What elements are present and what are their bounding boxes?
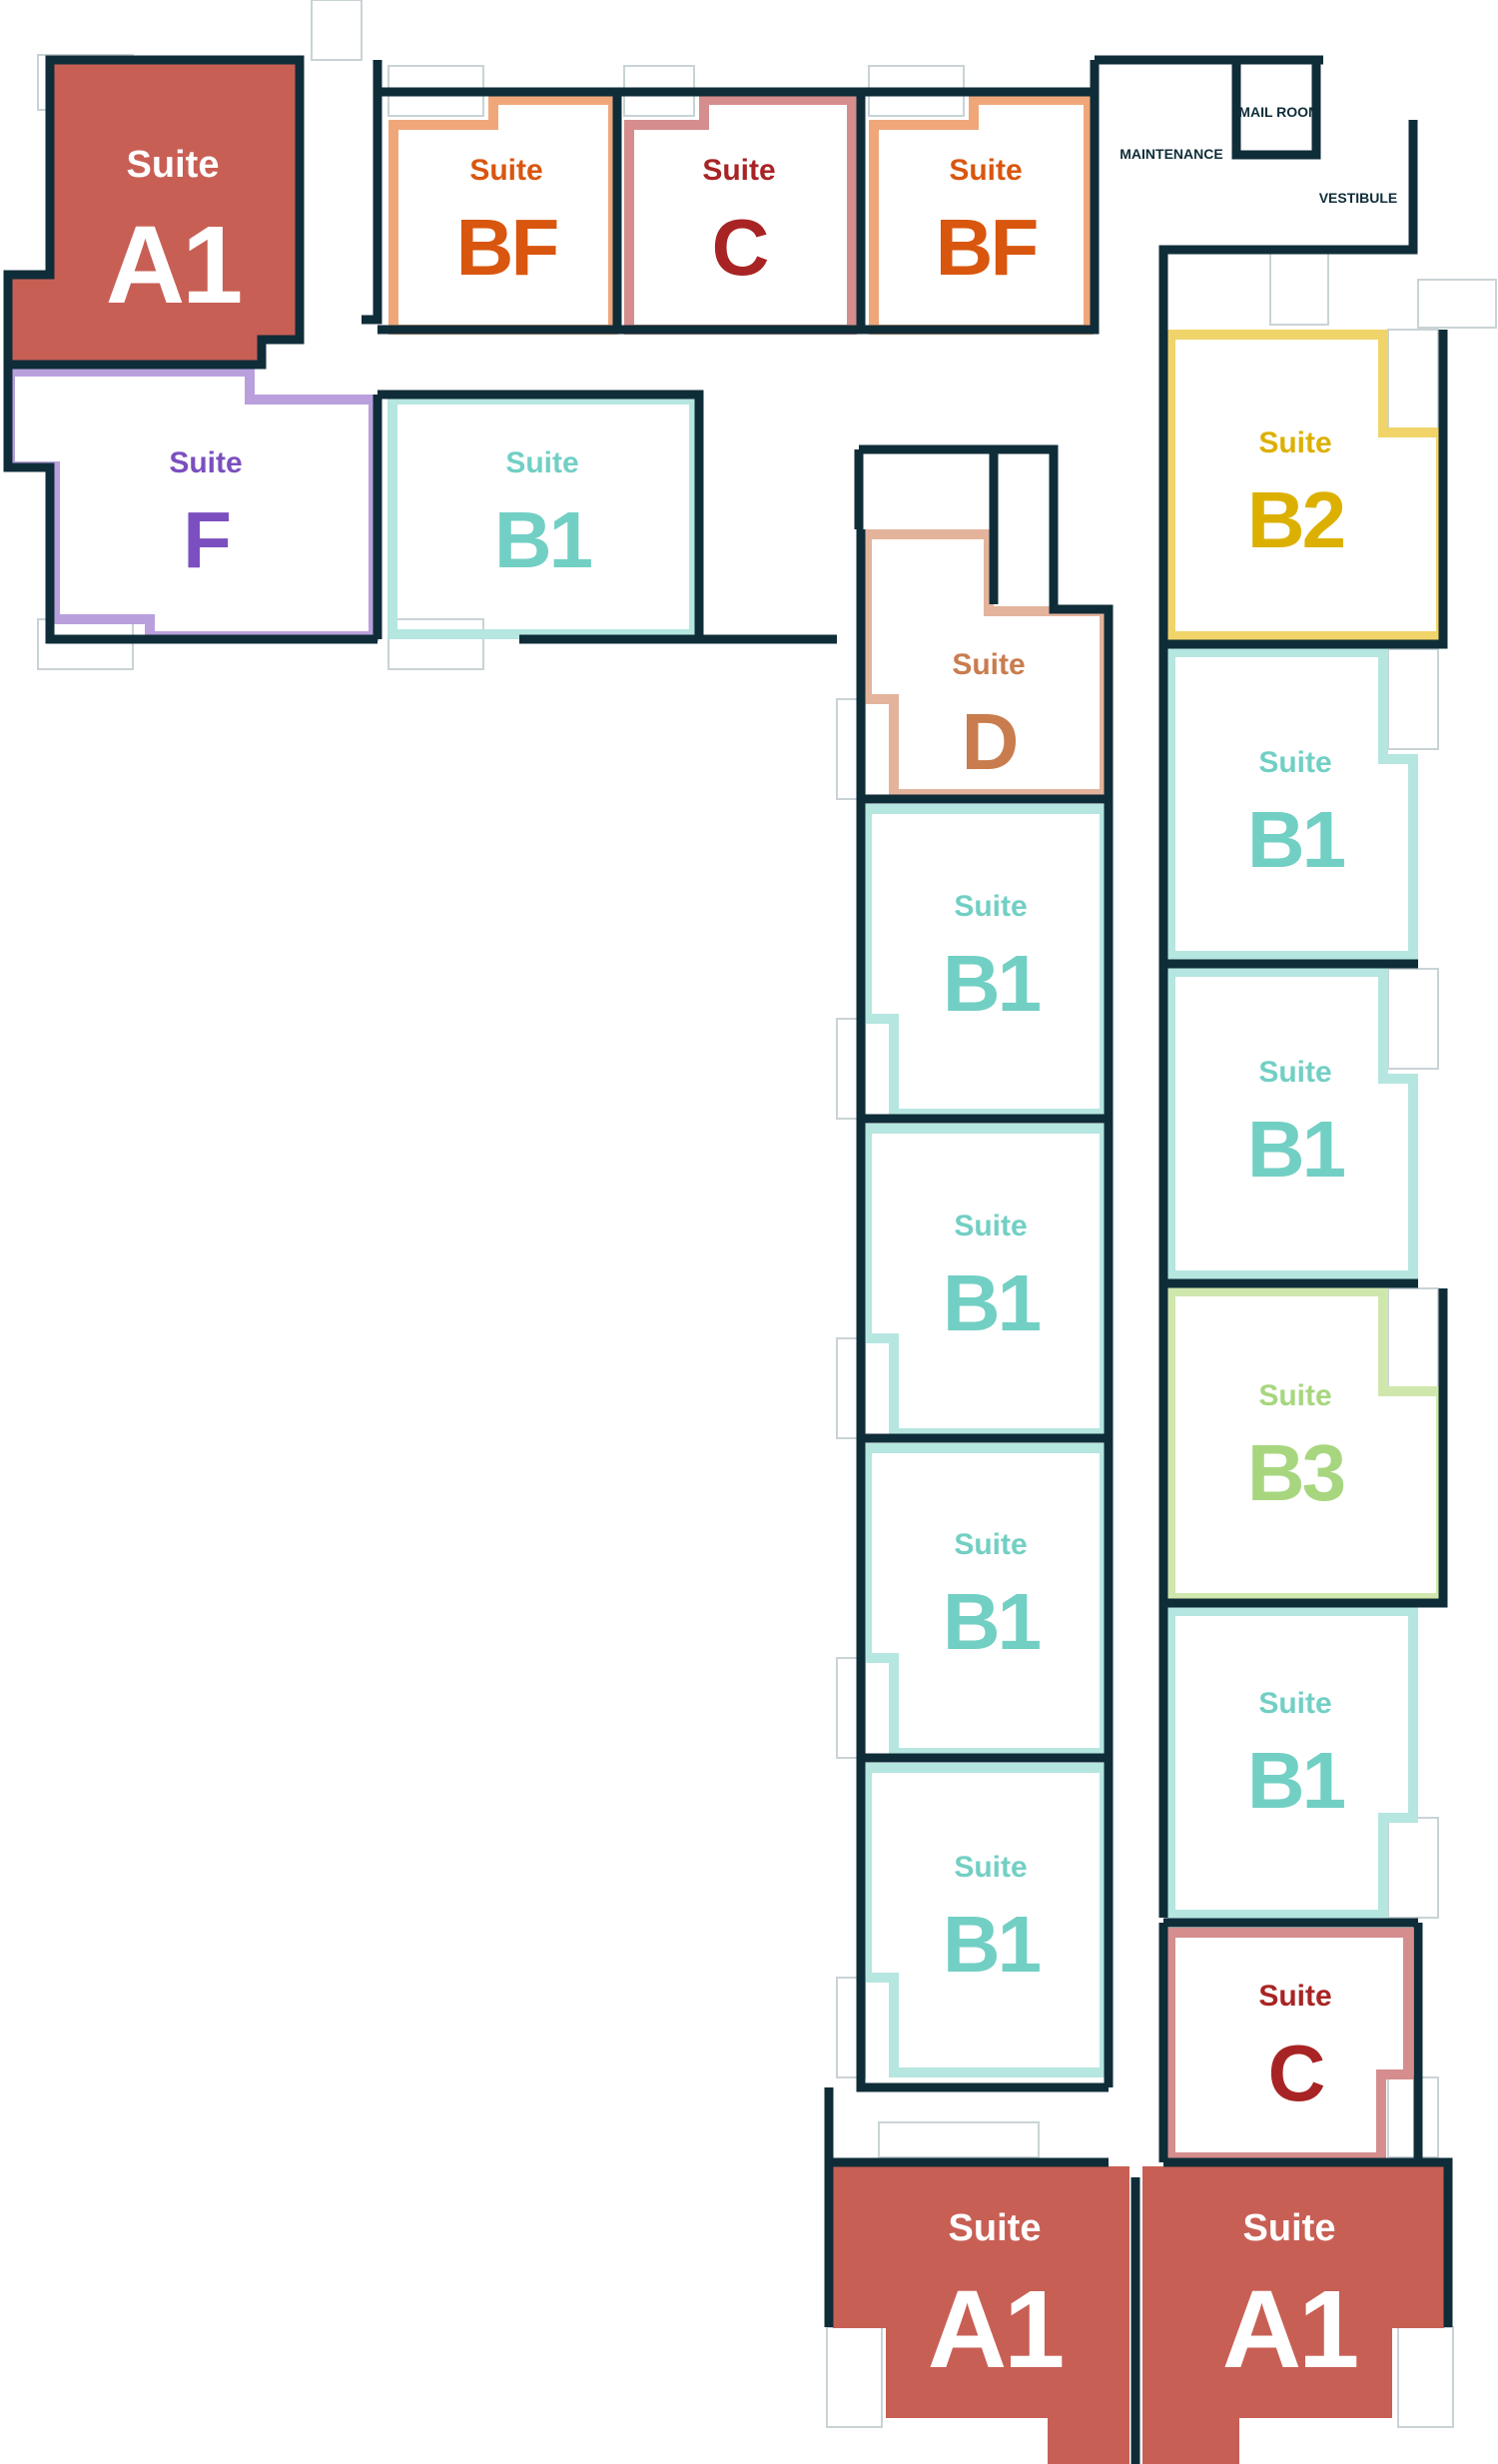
suite-word: Suite [169, 446, 242, 479]
suite-code: B1 [494, 495, 592, 584]
suite-code: A1 [106, 204, 241, 327]
suite-code: C [1268, 2029, 1324, 2117]
suite-code: F [183, 495, 229, 584]
suite-word: Suite [1258, 746, 1331, 779]
suite-word: Suite [505, 446, 578, 479]
suite-area-c[interactable] [1165, 1928, 1413, 2162]
suite-word: Suite [949, 2207, 1042, 2249]
suite-word: Suite [1258, 1379, 1331, 1412]
suite-code: BF [936, 203, 1037, 292]
suite-code: B1 [1247, 1105, 1345, 1194]
suite-code: BF [456, 203, 557, 292]
suite-code: A1 [1222, 2268, 1357, 2391]
suite-area-b1[interactable] [1165, 647, 1418, 961]
suite-word: Suite [949, 154, 1022, 187]
suite-area-b1[interactable] [1165, 967, 1418, 1280]
suite-code: B1 [1247, 795, 1345, 884]
suite-code: A1 [928, 2268, 1063, 2391]
vestibule-label: VESTIBULE [1319, 190, 1398, 206]
mail-room-label: MAIL ROOM [1238, 104, 1319, 120]
walls [3, 55, 1453, 2464]
suite-area-a1[interactable] [833, 2166, 1129, 2464]
suite-word: Suite [954, 1210, 1027, 1242]
suite-word: Suite [1258, 1687, 1331, 1720]
suite-code: B1 [943, 1900, 1041, 1989]
suite-word: Suite [127, 144, 220, 186]
suite-word: Suite [469, 154, 542, 187]
suite-word: Suite [1243, 2207, 1336, 2249]
suite-code: B1 [1247, 1736, 1345, 1825]
suite-code: B1 [943, 1258, 1041, 1347]
suite-word: Suite [954, 890, 1027, 923]
suite-shapes [5, 59, 1446, 2464]
suite-word: Suite [1258, 426, 1331, 459]
suite-code: D [962, 697, 1017, 786]
maintenance-label: MAINTENANCE [1120, 146, 1222, 162]
suite-code: B3 [1247, 1428, 1344, 1517]
suite-word: Suite [1258, 1056, 1331, 1089]
suite-word: Suite [702, 154, 775, 187]
suite-code: B1 [943, 939, 1041, 1028]
suite-code: B2 [1247, 475, 1344, 564]
suite-word: Suite [1258, 1980, 1331, 2013]
suite-word: Suite [954, 1528, 1027, 1561]
suite-word: Suite [952, 648, 1025, 681]
suite-area-b1[interactable] [387, 395, 699, 639]
suite-area-b1[interactable] [1165, 1606, 1418, 1920]
suite-word: Suite [954, 1851, 1027, 1884]
suite-area-a1[interactable] [1142, 2166, 1444, 2464]
suite-code: B1 [943, 1577, 1041, 1666]
suite-code: C [712, 203, 768, 292]
